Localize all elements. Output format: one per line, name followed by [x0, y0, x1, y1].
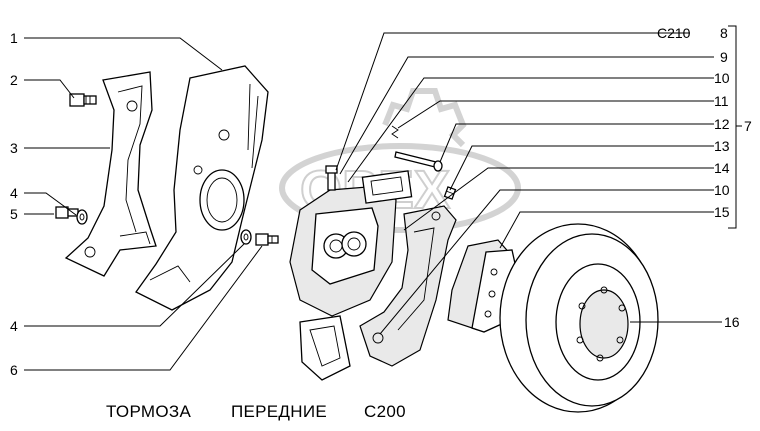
callout-9: 9 [720, 49, 728, 65]
part-12-guide-pin [394, 151, 443, 172]
callout-2: 2 [10, 72, 18, 88]
caption-subgroup: ПЕРЕДНИЕ [231, 402, 327, 421]
callout-12: 12 [714, 116, 730, 132]
callout-8-reference: C210 [657, 25, 691, 41]
callout-6: 6 [10, 362, 18, 378]
caption-group: ТОРМОЗА [106, 402, 192, 421]
callout-14: 14 [714, 160, 730, 176]
callout-4-center: 4 [10, 318, 18, 334]
leader-lines [24, 25, 742, 371]
callout-7: 7 [744, 118, 752, 134]
callout-10-upper: 10 [714, 70, 730, 86]
callout-3: 3 [10, 140, 18, 156]
callout-4-left: 4 [10, 185, 18, 201]
callout-8: 8 [720, 25, 728, 41]
caption-code: C200 [364, 402, 406, 421]
callout-1: 1 [10, 30, 18, 46]
part-1-splash-shield [135, 65, 269, 311]
callout-13: 13 [714, 138, 730, 154]
callout-10-lower: 10 [714, 182, 730, 198]
part-3-bracket [64, 71, 157, 277]
caliper-body [289, 170, 413, 317]
part-6-bolt [255, 233, 279, 246]
part-16-brake-disc [499, 223, 659, 413]
callout-15: 15 [714, 204, 730, 220]
callout-5: 5 [10, 206, 18, 222]
caliper-guide-bracket [359, 205, 457, 367]
callout-labels: 1 2 3 4 5 4 6 C210 8 9 10 11 12 7 13 14 … [10, 25, 752, 378]
callout-16: 16 [724, 314, 740, 330]
part-4-washer-left [76, 209, 88, 225]
part-10-plate [299, 315, 351, 381]
part-9-bleeder [325, 165, 338, 191]
callout-11: 11 [714, 93, 729, 109]
part-4-washer-center [240, 229, 252, 245]
part-11-clip [391, 125, 399, 139]
part-2-bolt [69, 93, 97, 107]
